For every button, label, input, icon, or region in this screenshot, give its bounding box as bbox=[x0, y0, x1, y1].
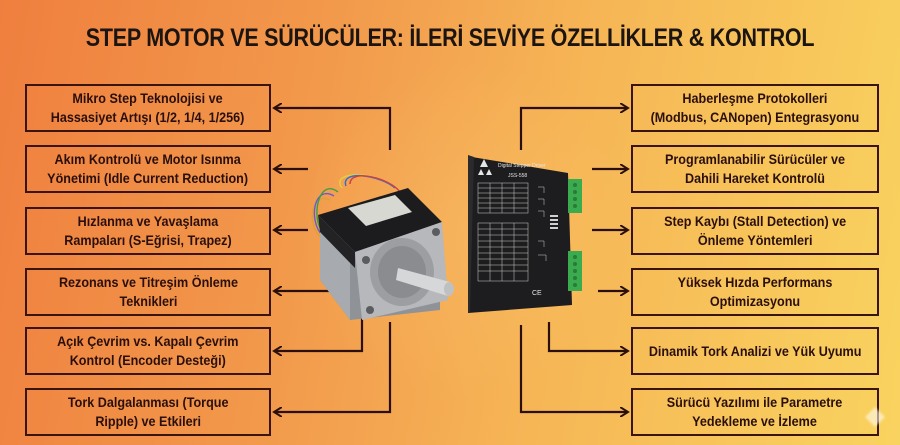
feature-box-current-control: Akım Kontrolü ve Motor Isınma Yönetimi (… bbox=[25, 145, 271, 193]
feature-box-torque-ripple: Tork Dalgalanması (Torque Ripple) ve Etk… bbox=[25, 388, 271, 436]
arrow-left-1 bbox=[274, 108, 392, 150]
feature-box-resonance: Rezonans ve Titreşim Önleme Teknikleri bbox=[25, 268, 271, 316]
ce-mark: CE bbox=[532, 290, 542, 297]
arrow-right-6 bbox=[519, 325, 628, 412]
feature-box-software-backup: Sürücü Yazılımı ile Parametre Yedekleme … bbox=[631, 388, 879, 436]
feature-box-protocols: Haberleşme Protokolleri (Modbus, CANopen… bbox=[631, 84, 879, 132]
feature-box-ramps: Hızlanma ve Yavaşlama Rampaları (S-Eğris… bbox=[25, 207, 271, 255]
stepper-driver-image: Digital Stepper Driver JSS-558 CE bbox=[468, 155, 586, 315]
page-title: STEP MOTOR VE SÜRÜCÜLER: İLERİ SEVİYE ÖZ… bbox=[85, 24, 815, 52]
feature-box-micro-step: Mikro Step Teknolojisi ve Hassasiyet Art… bbox=[25, 84, 271, 132]
arrow-left-6 bbox=[274, 322, 392, 412]
feature-box-open-closed-loop: Açık Çevrim vs. Kapalı Çevrim Kontrol (E… bbox=[25, 327, 271, 375]
driver-label: Digital Stepper Driver bbox=[498, 163, 546, 169]
feature-box-high-speed: Yüksek Hızda Performans Optimizasyonu bbox=[631, 268, 879, 316]
feature-box-dynamic-torque: Dinamik Tork Analizi ve Yük Uyumu bbox=[631, 327, 879, 375]
arrow-right-5 bbox=[547, 322, 628, 351]
feature-box-programmable: Programlanabilir Sürücüler ve Dahili Har… bbox=[631, 145, 879, 193]
stepper-motor-image bbox=[311, 174, 454, 320]
arrow-right-1 bbox=[519, 108, 628, 150]
driver-model: JSS-558 bbox=[508, 173, 527, 179]
feature-box-stall-detection: Step Kaybı (Stall Detection) ve Önleme Y… bbox=[631, 207, 879, 255]
